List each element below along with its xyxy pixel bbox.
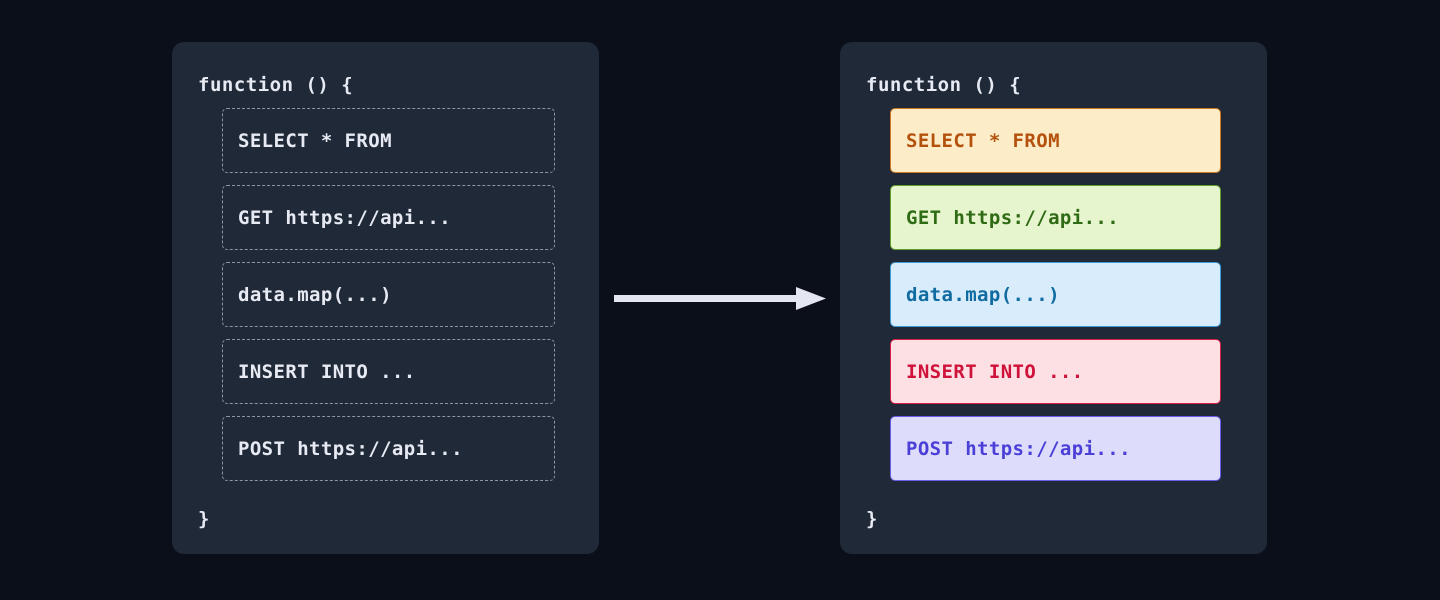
after-statement-list: SELECT * FROM GET https://api... data.ma… [890, 108, 1221, 481]
statement-label: POST https://api... [906, 437, 1131, 460]
statement-label: data.map(...) [906, 283, 1060, 306]
before-statement-list: SELECT * FROM GET https://api... data.ma… [222, 108, 555, 481]
after-function-footer: } [866, 508, 878, 530]
before-statement-row: POST https://api... [222, 416, 555, 481]
statement-label: SELECT * FROM [906, 129, 1060, 152]
after-statement-row: GET https://api... [890, 185, 1221, 250]
after-panel: function () { SELECT * FROM GET https://… [840, 42, 1267, 554]
statement-label: POST https://api... [238, 437, 463, 460]
before-statement-row: data.map(...) [222, 262, 555, 327]
transform-arrow [614, 281, 826, 317]
before-statement-row: INSERT INTO ... [222, 339, 555, 404]
statement-label: INSERT INTO ... [906, 360, 1084, 383]
after-statement-row: data.map(...) [890, 262, 1221, 327]
after-statement-row: SELECT * FROM [890, 108, 1221, 173]
before-statement-row: GET https://api... [222, 185, 555, 250]
after-statement-row: INSERT INTO ... [890, 339, 1221, 404]
before-statement-row: SELECT * FROM [222, 108, 555, 173]
after-function-header: function () { [866, 74, 1022, 96]
before-function-footer: } [198, 508, 210, 530]
statement-label: INSERT INTO ... [238, 360, 416, 383]
before-function-header: function () { [198, 74, 354, 96]
before-panel: function () { SELECT * FROM GET https://… [172, 42, 599, 554]
statement-label: GET https://api... [906, 206, 1120, 229]
statement-label: GET https://api... [238, 206, 452, 229]
after-statement-row: POST https://api... [890, 416, 1221, 481]
statement-label: data.map(...) [238, 283, 392, 306]
statement-label: SELECT * FROM [238, 129, 392, 152]
arrow-right-icon [614, 287, 826, 310]
